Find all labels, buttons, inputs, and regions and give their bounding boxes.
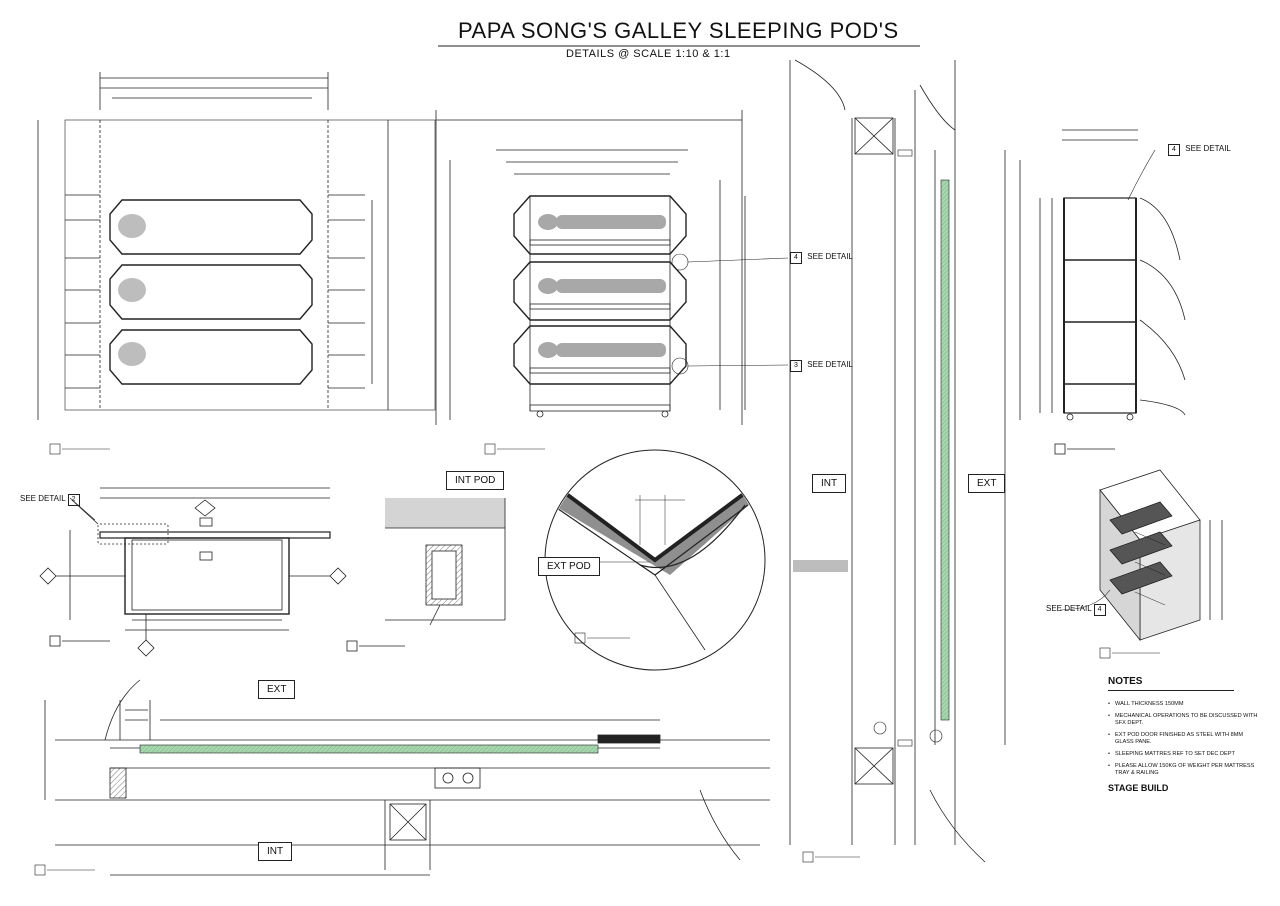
see-detail-4-center: 4 SEE DETAIL [790, 252, 853, 264]
note-item: WALL THICKNESS 150MM [1108, 701, 1258, 708]
see-detail-text: SEE DETAIL [1185, 144, 1231, 153]
sheet-title: PAPA SONG'S GALLEY SLEEPING POD'S [458, 18, 899, 43]
iso-detail [1099, 469, 1223, 659]
note-item: SLEEPING MATTRES REF TO SET DEC DEPT [1108, 751, 1258, 758]
section-b-callout-lines [484, 253, 789, 455]
elevation-a-caption [49, 443, 110, 455]
see-detail-4-iso: SEE DETAIL 4 [1046, 604, 1109, 616]
see-detail-3: 3 SEE DETAIL [790, 360, 853, 372]
bottom-plan [34, 679, 770, 876]
detail-number: 4 [790, 252, 802, 264]
see-detail-2: SEE DETAIL 2 [20, 494, 83, 506]
section-c-tray [793, 560, 848, 572]
ext-label-section-c: EXT [968, 474, 1006, 493]
notes-list: WALL THICKNESS 150MM MECHANICAL OPERATIO… [1108, 701, 1258, 777]
detail-number: 3 [790, 360, 802, 372]
int-label-section-c: INT [812, 474, 847, 493]
section-c-glass [940, 179, 950, 721]
see-detail-text: SEE DETAIL [1046, 604, 1092, 613]
section-b-pods [435, 110, 746, 425]
note-item: EXT POD DOOR FINISHED AS STEEL WITH 8MM … [1108, 732, 1258, 746]
notes-panel: NOTES WALL THICKNESS 150MM MECHANICAL OP… [1108, 676, 1258, 793]
section-d-pods [1019, 129, 1186, 455]
see-detail-text: SEE DETAIL [20, 494, 66, 503]
stage-build-label: STAGE BUILD [1108, 783, 1169, 793]
section-b-figures [538, 214, 666, 358]
section-c-wall [789, 59, 1006, 863]
section-c-misc [802, 149, 943, 863]
detail-number: 4 [1093, 604, 1106, 616]
circle-detail [544, 449, 766, 671]
ext-label-plan: EXT [258, 680, 296, 699]
detail-mattress-wall [346, 498, 506, 652]
see-detail-text: SEE DETAIL [807, 252, 853, 261]
detail-number: 2 [67, 494, 80, 506]
int-label-plan: INT [258, 842, 293, 861]
bottom-plan-glass [139, 744, 599, 754]
note-item: PLEASE ALLOW 150KG OF WEIGHT PER MATTRES… [1108, 763, 1258, 777]
see-detail-4-right: 4 SEE DETAIL [1168, 144, 1231, 156]
note-item: MECHANICAL OPERATIONS TO BE DISCUSSED WI… [1108, 713, 1258, 727]
sheet-subtitle: DETAILS @ SCALE 1:10 & 1:1 [566, 48, 731, 60]
detail-number: 4 [1168, 144, 1180, 156]
ext-pod-label: EXT POD [538, 557, 600, 576]
int-pod-label: INT POD [446, 471, 505, 490]
see-detail-text: SEE DETAIL [807, 360, 853, 369]
plan-view [39, 487, 347, 657]
elevation-a-pods [37, 72, 436, 420]
notes-heading: NOTES [1108, 676, 1234, 691]
detail-ref-leaders [69, 149, 1156, 611]
